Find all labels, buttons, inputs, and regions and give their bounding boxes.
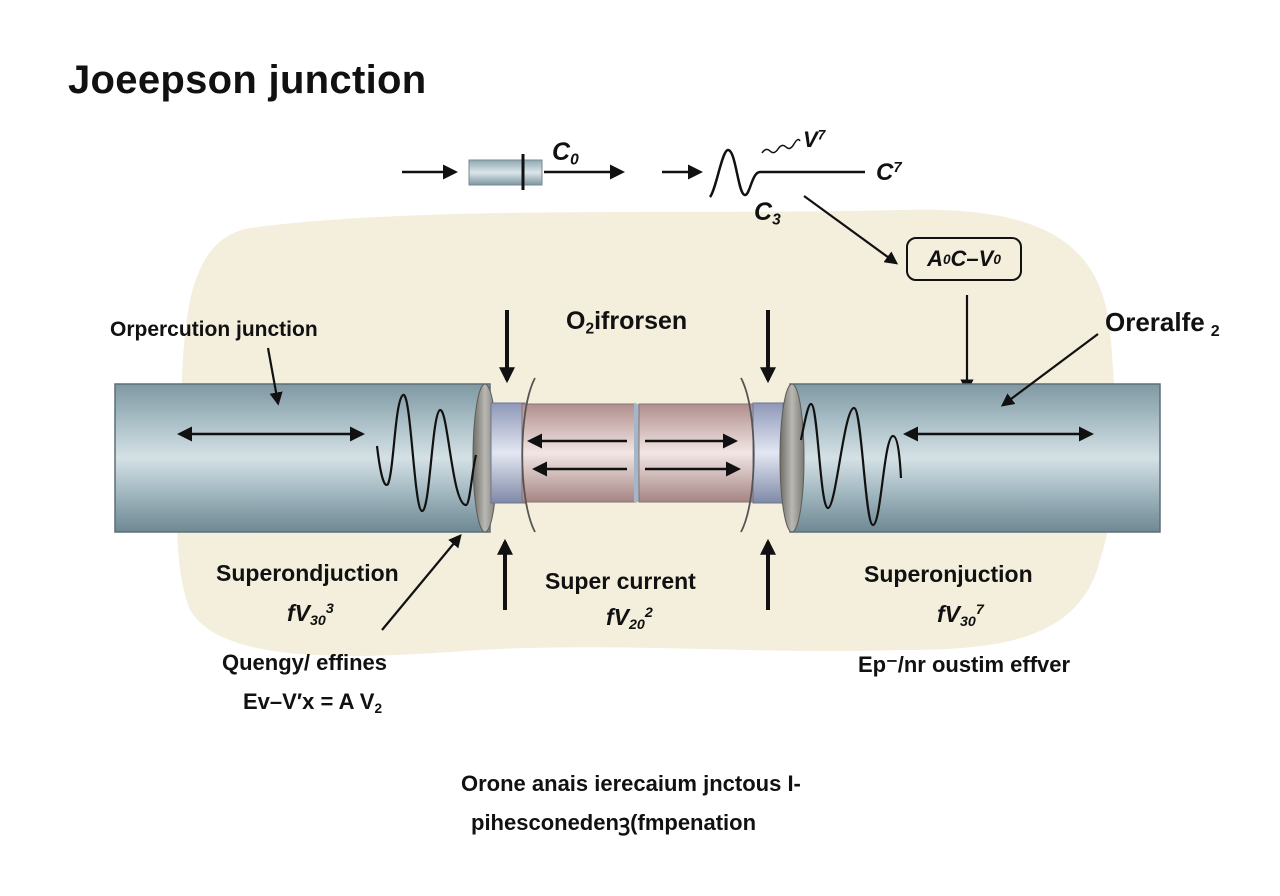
wave-top-label: V7 xyxy=(803,127,825,153)
right-bottom-formula-sub: 30 xyxy=(960,613,976,630)
left-bottom-formula-base: fV xyxy=(287,600,310,626)
left-bottom-formula-sub: 30 xyxy=(310,612,326,629)
right-top-label: Oreralfe 2 xyxy=(1105,307,1220,341)
right-bottom-label: Superonjuction xyxy=(864,561,1033,587)
right-collar xyxy=(752,402,784,504)
formula-v-sub: 0 xyxy=(993,251,1001,267)
left-wave xyxy=(375,393,478,513)
right-label-pointer xyxy=(1000,333,1099,407)
left-equation-sub: 2 xyxy=(374,700,383,716)
resistor-body xyxy=(468,159,543,186)
left-top-label: Orpercution junction xyxy=(110,318,318,341)
center-bottom-formula-base: fV xyxy=(606,604,629,630)
left-bottom-formula-sup: 3 xyxy=(325,601,334,618)
page-title: Joeepson junction xyxy=(68,58,427,102)
noise-squiggle xyxy=(761,138,801,154)
right-endcap xyxy=(779,383,805,533)
junction-barrier xyxy=(490,377,784,533)
wave-bottom-label: C3 xyxy=(754,198,781,229)
left-bracket xyxy=(521,377,536,533)
left-superconductor-pipe xyxy=(114,383,498,533)
right-energy-label: Ep⁻/nr oustim effver xyxy=(858,652,1071,677)
left-equation-text: Ev–V′x = A V xyxy=(243,689,375,714)
left-collar xyxy=(490,402,526,504)
wave-right-label-base: C xyxy=(876,159,894,186)
center-bottom-formula-sub: 20 xyxy=(629,616,645,633)
center-top-label-base: O xyxy=(566,307,586,335)
center-bottom-formula: fV202 xyxy=(606,604,653,633)
right-wave xyxy=(799,402,903,527)
center-top-label-rest: ifrorsen xyxy=(594,307,688,335)
barrier-right-half xyxy=(638,403,756,503)
right-bottom-formula-sup: 7 xyxy=(975,602,984,619)
caption-line-1: Orone anais ierecaium jnctous I- xyxy=(461,771,801,796)
center-bottom-formula-sup: 2 xyxy=(644,605,653,622)
left-bottom-label: Superondjuction xyxy=(216,560,399,586)
right-bottom-formula: fV307 xyxy=(937,601,984,630)
wave-bottom-label-sub: 3 xyxy=(772,211,781,229)
left-energy-label: Quengy/ effines xyxy=(222,650,388,675)
wave-bottom-label-base: C xyxy=(754,198,773,226)
pointer-arrow-to-box xyxy=(803,195,899,265)
right-top-label-base: Oreralfe xyxy=(1105,307,1205,337)
formula-a: A xyxy=(927,246,943,271)
top-resistor-schematic xyxy=(402,154,625,190)
barrier-divider xyxy=(634,404,639,502)
wave-top-label-base: V xyxy=(803,127,818,152)
center-top-label-sub: 2 xyxy=(585,320,595,338)
resistor-label-base: C xyxy=(552,138,571,166)
bottom-left-pointer xyxy=(381,533,462,631)
left-bottom-formula: fV303 xyxy=(287,600,334,629)
wave-right-label: C7 xyxy=(876,159,902,187)
formula-a-sub: 0 xyxy=(942,251,951,267)
left-equation: Ev–V′x = A V2 xyxy=(243,689,382,716)
caption-line-2: pihesconedenꝫ(fmpenation xyxy=(471,810,757,835)
right-bottom-formula-base: fV xyxy=(937,601,960,627)
resistor-label: C0 xyxy=(552,138,579,169)
formula-mid: C–V xyxy=(950,246,994,271)
wave-top-label-sup: 7 xyxy=(817,127,826,143)
resistor-label-sub: 0 xyxy=(570,151,579,169)
pulse-waveform xyxy=(708,148,865,198)
top-wave-schematic xyxy=(662,138,974,393)
right-superconductor-pipe xyxy=(779,383,1161,533)
center-bottom-label: Super current xyxy=(545,568,696,594)
left-label-pointer xyxy=(266,347,283,406)
right-top-label-sub: 2 xyxy=(1210,321,1220,340)
barrier-left-half xyxy=(521,403,637,503)
wave-right-label-sup: 7 xyxy=(893,159,902,176)
center-top-label: O2ifrorsen xyxy=(566,307,687,338)
right-bracket xyxy=(740,377,755,533)
